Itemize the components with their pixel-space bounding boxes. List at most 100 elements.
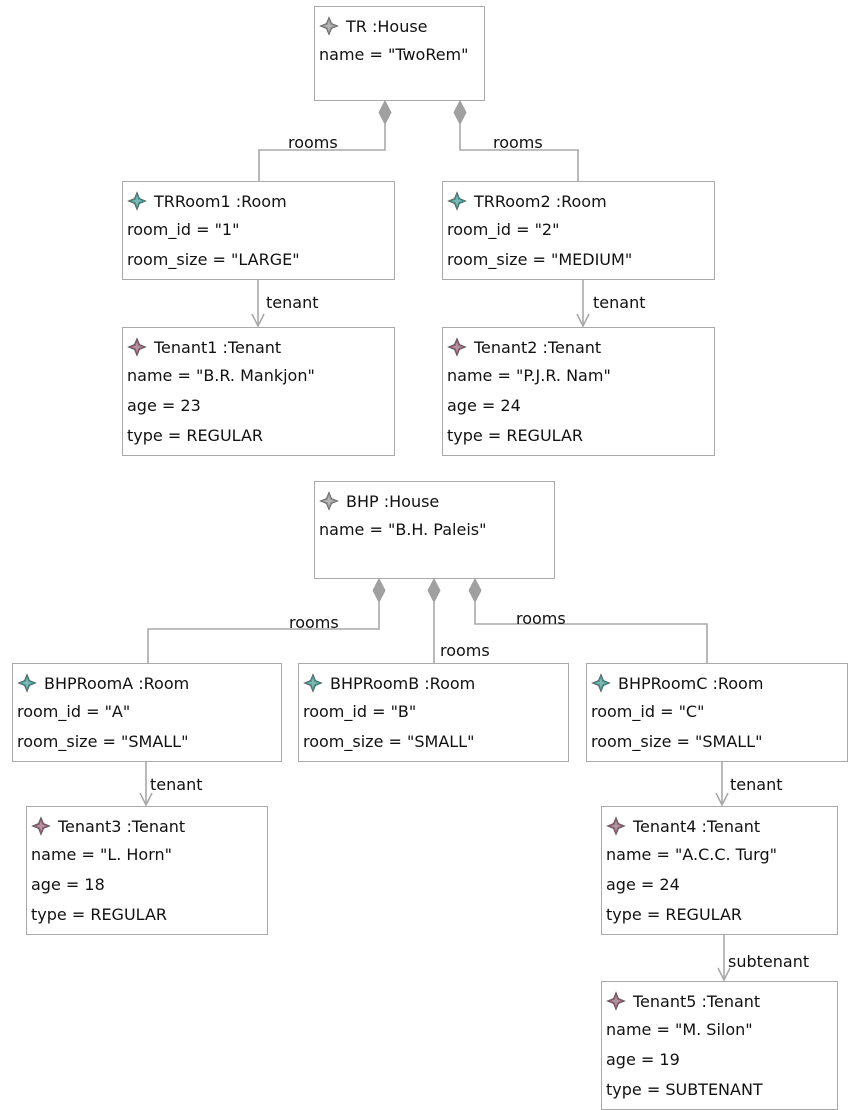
object-attribute: name = "B.R. Mankjon" [127, 366, 315, 385]
object-title: TR :House [346, 16, 428, 36]
edge-label: tenant [150, 775, 203, 794]
object-attribute: name = "B.H. Paleis" [319, 520, 487, 539]
edge-e-tenant4-tenant5 [717, 935, 731, 982]
object-title: TRRoom1 :Room [154, 191, 287, 211]
object-attribute: type = REGULAR [127, 426, 263, 445]
composition-diamond-icon [453, 99, 467, 126]
edge-e-bhp-roomC [468, 577, 708, 663]
object-attribute: room_id = "C" [591, 702, 705, 721]
object-title: Tenant2 :Tenant [474, 337, 602, 357]
edge-label: rooms [516, 609, 566, 628]
object-box-tenant1[interactable]: Tenant1 :Tenant name = "B.R. Mankjon" age … [122, 327, 395, 456]
object-title: Tenant5 :Tenant [633, 991, 761, 1011]
object-header: BHP :House [319, 489, 439, 513]
object-header: BHPRoomA :Room [17, 671, 189, 695]
edge-label: tenant [730, 775, 783, 794]
tenant-icon [606, 991, 626, 1011]
object-attribute: name = "M. Silon" [606, 1020, 753, 1039]
edge-e-roomC-tenant4 [715, 762, 729, 807]
edge-e-room1-tenant1 [251, 280, 265, 328]
room-icon [591, 673, 611, 693]
object-attribute: age = 23 [127, 396, 201, 415]
room-icon [303, 673, 323, 693]
object-box-tenant2[interactable]: Tenant2 :Tenant name = "P.J.R. Nam" age = … [442, 327, 715, 456]
object-attribute: age = 18 [31, 875, 105, 894]
object-attribute: age = 24 [606, 875, 680, 894]
room-icon [447, 191, 467, 211]
object-attribute: room_id = "A" [17, 702, 131, 721]
object-title: Tenant1 :Tenant [154, 337, 282, 357]
composition-diamond-icon [372, 577, 386, 604]
object-box-bhproomB[interactable]: BHPRoomB :Room room_id = "B" room_size = "… [298, 663, 569, 762]
tenant-icon [606, 816, 626, 836]
object-attribute: room_id = "1" [127, 220, 240, 239]
object-box-tenant5[interactable]: Tenant5 :Tenant name = "M. Silon" age = 19… [601, 981, 838, 1110]
object-title: BHPRoomB :Room [330, 673, 476, 693]
object-header: TRRoom2 :Room [447, 189, 607, 213]
object-header: BHPRoomC :Room [591, 671, 763, 695]
arrowhead-icon [715, 792, 729, 807]
edge-e-bhp-roomA [147, 577, 386, 663]
object-header: Tenant1 :Tenant [127, 335, 281, 359]
object-header: Tenant4 :Tenant [606, 814, 760, 838]
object-attribute: type = REGULAR [606, 905, 742, 924]
arrowhead-icon [139, 792, 153, 807]
room-icon [127, 191, 147, 211]
edge-e-tr-room2 [453, 99, 579, 181]
object-attribute: room_id = "2" [447, 220, 560, 239]
edge-line [147, 602, 380, 663]
object-header: TRRoom1 :Room [127, 189, 287, 213]
object-title: BHP :House [346, 491, 440, 511]
edge-label: tenant [266, 293, 319, 312]
edge-label: rooms [440, 641, 490, 660]
edge-label: rooms [288, 133, 338, 152]
object-box-tenant4[interactable]: Tenant4 :Tenant name = "A.C.C. Turg" age =… [601, 806, 838, 935]
object-title: Tenant4 :Tenant [633, 816, 761, 836]
edge-label: subtenant [728, 952, 810, 971]
object-attribute: room_id = "B" [303, 702, 417, 721]
house-icon [319, 491, 339, 511]
object-title: BHPRoomA :Room [44, 673, 190, 693]
edge-line [474, 602, 708, 663]
tenant-icon [447, 337, 467, 357]
edge-line [459, 124, 579, 181]
object-header: Tenant2 :Tenant [447, 335, 601, 359]
object-header: Tenant5 :Tenant [606, 989, 760, 1013]
edge-line [258, 124, 386, 181]
arrowhead-icon [717, 967, 731, 982]
composition-diamond-icon [427, 577, 441, 604]
room-icon [17, 673, 37, 693]
edge-label: rooms [289, 613, 339, 632]
object-title: Tenant3 :Tenant [58, 816, 186, 836]
object-box-trroom1[interactable]: TRRoom1 :Room room_id = "1" room_size = "L… [122, 181, 395, 280]
edge-e-bhp-roomB [427, 577, 441, 663]
object-attribute: name = "A.C.C. Turg" [606, 845, 777, 864]
object-title: BHPRoomC :Room [618, 673, 764, 693]
object-box-bhproomC[interactable]: BHPRoomC :Room room_id = "C" room_size = "… [586, 663, 848, 762]
object-attribute: room_size = "SMALL" [591, 732, 763, 751]
object-header: TR :House [319, 14, 428, 38]
arrowhead-icon [251, 313, 265, 328]
tenant-icon [127, 337, 147, 357]
object-attribute: age = 19 [606, 1050, 680, 1069]
edge-label: rooms [493, 133, 543, 152]
object-attribute: age = 24 [447, 396, 521, 415]
object-attribute: type = REGULAR [447, 426, 583, 445]
edge-e-roomA-tenant3 [139, 762, 153, 807]
object-title: TRRoom2 :Room [474, 191, 607, 211]
object-attribute: type = SUBTENANT [606, 1080, 763, 1099]
tenant-icon [31, 816, 51, 836]
object-box-bhp[interactable]: BHP :House name = "B.H. Paleis" [314, 481, 555, 579]
object-attribute: room_size = "LARGE" [127, 250, 300, 269]
arrowhead-icon [576, 313, 590, 328]
object-attribute: type = REGULAR [31, 905, 167, 924]
object-attribute: room_size = "SMALL" [303, 732, 475, 751]
object-attribute: name = "P.J.R. Nam" [447, 366, 611, 385]
object-header: BHPRoomB :Room [303, 671, 475, 695]
object-header: Tenant3 :Tenant [31, 814, 185, 838]
